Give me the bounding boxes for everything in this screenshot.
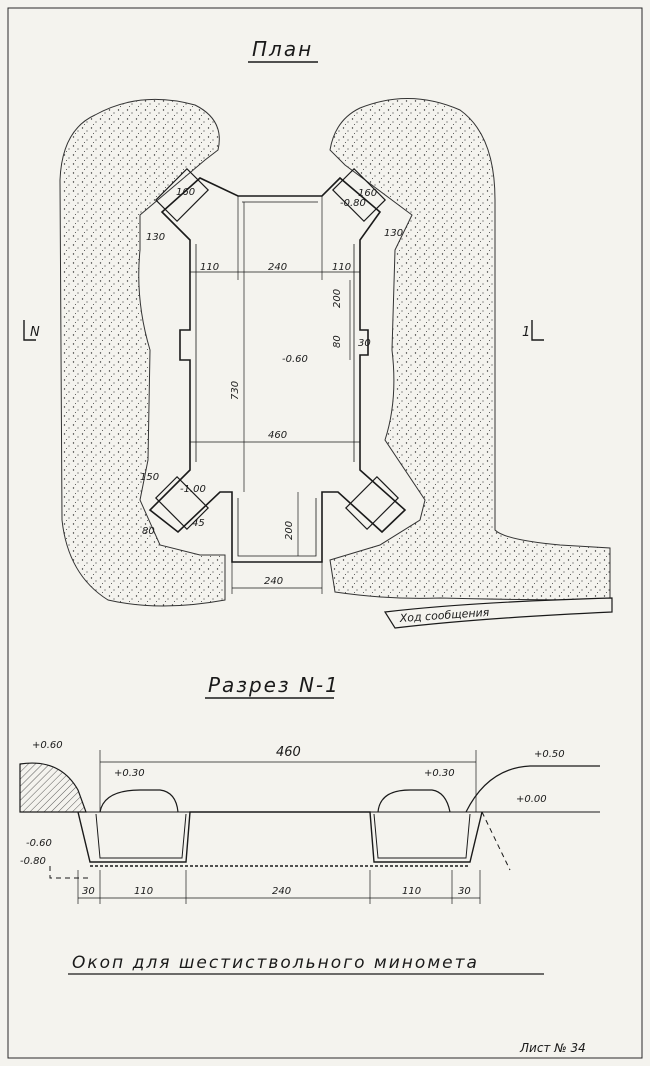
section-sub-dim-ticks: [77, 870, 481, 904]
level-right-parapet: +0.50: [534, 749, 565, 760]
communication-trench: [383, 597, 613, 629]
niche-bottom-right: [344, 475, 400, 531]
niche-top-left: [154, 167, 210, 223]
plan-title: План: [252, 37, 313, 61]
section-dim-30-left: 30: [82, 886, 95, 897]
dim-160-right: 160: [358, 188, 377, 199]
trench-label: Ход сообщения: [398, 606, 490, 625]
section-mark-right: 1: [522, 320, 544, 341]
dashed-side: [49, 811, 511, 879]
excavation-profile: [77, 811, 483, 863]
berm-left: [99, 789, 179, 813]
dim-130-left: 130: [146, 232, 165, 243]
dim-80: 80: [332, 335, 343, 348]
plan-dimension-lines: [190, 196, 360, 594]
dim-45: 45: [192, 518, 205, 529]
caption: Окоп для шестиствольного миномета: [72, 953, 479, 973]
section-dim-110-right: 110: [402, 886, 421, 897]
level-left-berm: +0.30: [114, 768, 145, 779]
sheet-border: [7, 7, 643, 1059]
section-mark-left-label: N: [30, 325, 40, 340]
section-dim-110-left: 110: [134, 886, 153, 897]
pit-outline: [148, 176, 407, 563]
mound-left: [59, 98, 226, 607]
dim-80-bottom: 80: [142, 526, 155, 537]
section-title: Разрез N-1: [208, 673, 340, 697]
section-mark-left: N: [23, 320, 40, 341]
section-overall-label: 460: [276, 745, 301, 760]
dim-150: 150: [140, 472, 159, 483]
dim-110-right: 110: [332, 262, 351, 273]
section-dim-240: 240: [272, 886, 291, 897]
sheet-number: Лист № 34: [519, 1041, 586, 1055]
level-top-right-niche: -0.80: [340, 198, 366, 209]
parapet-left: [19, 762, 87, 813]
section-dim-30-right: 30: [458, 886, 471, 897]
level-floor: -0.60: [26, 838, 52, 849]
parapet-right: [465, 765, 600, 813]
mound-right: [329, 97, 611, 601]
dim-200-exit: 200: [284, 521, 295, 540]
dim-30-plan: 30: [358, 338, 371, 349]
dim-240-top: 240: [268, 262, 287, 273]
level-bottom-left-niche: -1.00: [180, 484, 206, 495]
dim-110-left: 110: [200, 262, 219, 273]
section-mark-right-label: 1: [522, 325, 530, 340]
level-center: -0.60: [282, 354, 308, 365]
berm-right: [377, 789, 451, 813]
dim-460-plan: 460: [268, 430, 287, 441]
level-right-berm: +0.30: [424, 768, 455, 779]
dim-130-right: 130: [384, 228, 403, 239]
pit-inner-line: [195, 201, 355, 557]
dim-240-exit: 240: [264, 576, 283, 587]
dim-730: 730: [230, 381, 241, 400]
dim-200-right: 200: [332, 289, 343, 308]
level-niche: -0.80: [20, 856, 46, 867]
dim-160-left: 160: [176, 187, 195, 198]
level-ground: +0.00: [516, 794, 547, 805]
niche-top-right: [331, 167, 387, 223]
level-left-parapet: +0.60: [32, 740, 63, 751]
niche-profile: [95, 813, 471, 859]
niche-bottom-left: [154, 475, 210, 531]
